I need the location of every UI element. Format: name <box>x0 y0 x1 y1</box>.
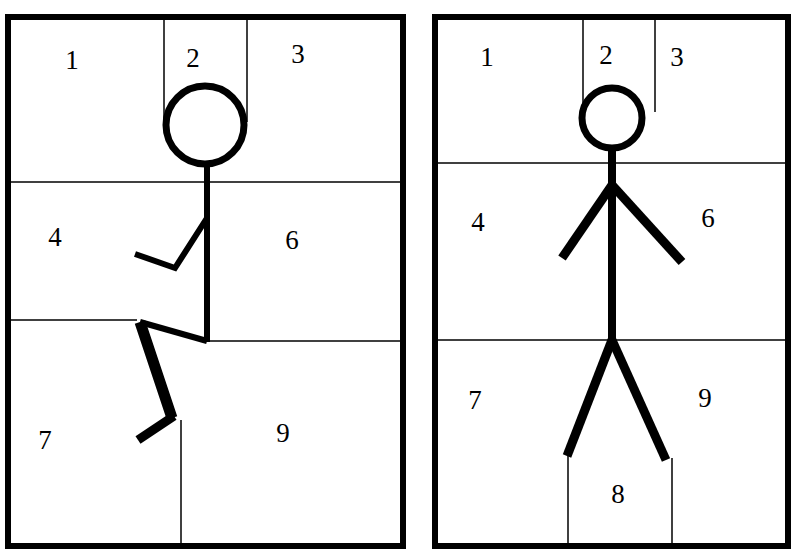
region-line <box>654 17 656 112</box>
figure-body <box>608 148 616 342</box>
region-number: 6 <box>701 205 715 232</box>
figure-leg <box>567 340 612 456</box>
figure-head <box>166 86 244 164</box>
figure-foot <box>138 416 174 440</box>
figure-arm <box>135 218 207 268</box>
figure-head <box>582 88 642 148</box>
figure-arm <box>612 185 682 262</box>
region-number: 4 <box>471 209 485 236</box>
region-number: 7 <box>468 387 482 414</box>
right-panel <box>435 17 788 546</box>
region-line <box>671 458 673 546</box>
region-number: 9 <box>698 385 712 412</box>
figure-body <box>204 164 210 342</box>
region-line <box>207 340 403 342</box>
region-number: 8 <box>611 481 625 508</box>
region-line <box>567 456 569 546</box>
region-number: 3 <box>291 41 305 68</box>
figure-arm <box>562 185 612 258</box>
region-number: 1 <box>65 47 79 74</box>
region-line <box>163 17 165 120</box>
panel-border <box>435 17 788 546</box>
region-number: 3 <box>670 44 684 71</box>
figure-leg <box>612 340 666 460</box>
region-number: 1 <box>480 44 494 71</box>
region-number: 9 <box>276 420 290 447</box>
region-number: 7 <box>38 427 52 454</box>
left-panel <box>8 17 403 546</box>
region-number: 2 <box>599 42 613 69</box>
figure-shin <box>140 322 172 418</box>
region-line <box>246 17 248 122</box>
panel-border <box>8 17 403 546</box>
region-line <box>8 319 137 321</box>
region-number: 2 <box>186 45 200 72</box>
region-number: 6 <box>285 227 299 254</box>
region-line <box>180 420 182 546</box>
region-number: 4 <box>48 224 62 251</box>
region-line <box>582 17 584 112</box>
